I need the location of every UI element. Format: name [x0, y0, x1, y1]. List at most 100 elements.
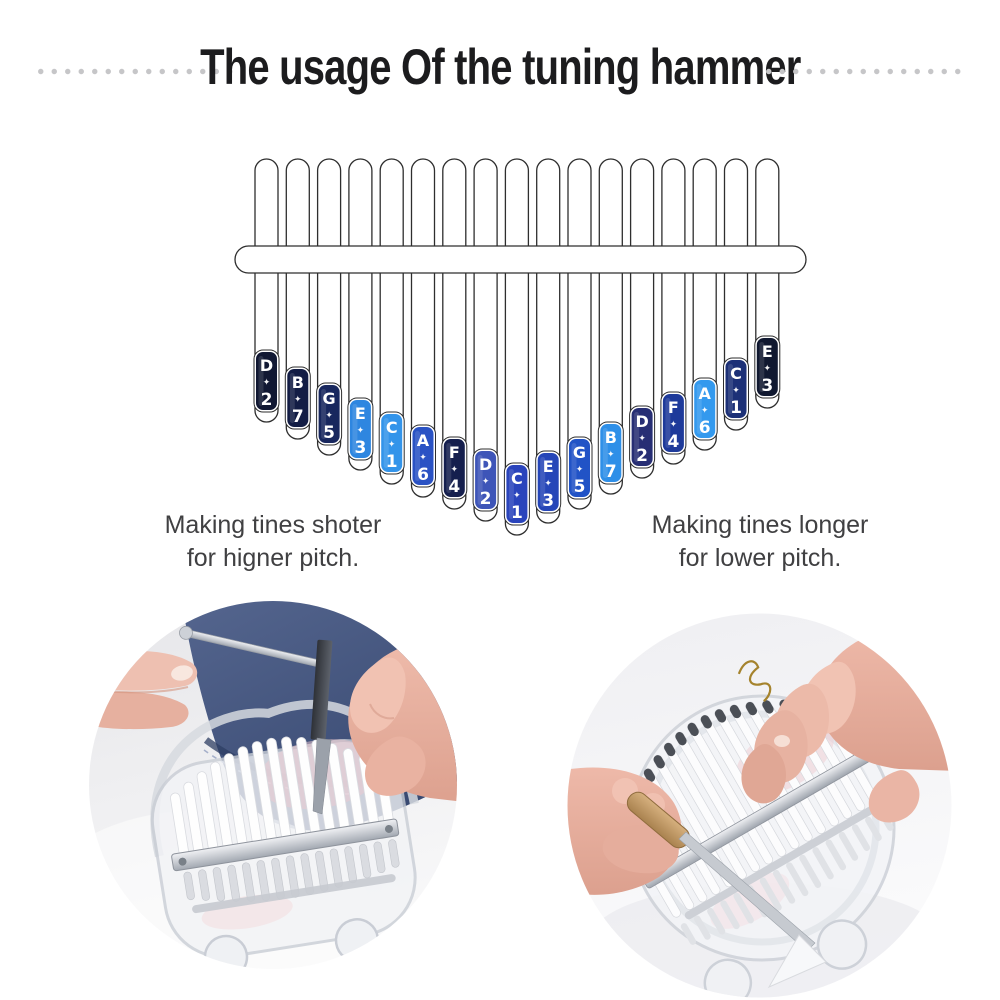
- sticker-sparkle-icon: ✦: [325, 411, 333, 421]
- thumb: [868, 770, 920, 823]
- note-sticker-B7: B ✦ 7: [284, 366, 311, 430]
- photo-tine-tail: [198, 869, 211, 901]
- sticker-note: E: [543, 457, 554, 476]
- sticker-note: A: [699, 384, 712, 403]
- sticker-note: C: [386, 418, 398, 437]
- sticker-note: F: [449, 443, 460, 462]
- sticker-number: 4: [448, 477, 460, 497]
- sticker-sparkle-icon: ✦: [263, 378, 271, 388]
- photo-tine-tail: [759, 877, 782, 911]
- sticker-note: D: [479, 455, 492, 474]
- photo-tine-dark-tip: [762, 700, 774, 714]
- lower-rail: [192, 874, 396, 914]
- sticker-note: E: [762, 342, 773, 361]
- photo-tine-tail: [183, 871, 195, 901]
- note-sticker-A6: A ✦ 6: [691, 377, 718, 441]
- note-sticker-D2: D ✦ 2: [472, 448, 499, 512]
- hammer-shaft: [312, 737, 332, 815]
- photo-tine-tail: [680, 923, 697, 945]
- photo-tine-tail: [786, 862, 809, 897]
- photo-tine-dark-tip: [643, 768, 656, 782]
- sticker-number: 2: [261, 390, 273, 410]
- sticker-number: 5: [574, 477, 586, 497]
- photo-right-content: [567, 613, 952, 998]
- bridge-screw: [178, 857, 187, 866]
- metal-bridge: [171, 818, 400, 872]
- sticker-note: C: [511, 469, 523, 488]
- caption-longer-line1: Making tines longer: [651, 511, 869, 539]
- caption-longer-line2: for lower pitch.: [678, 544, 842, 572]
- white-wedge-tip: [767, 934, 827, 989]
- note-sticker-D2: D ✦ 2: [253, 349, 280, 413]
- sticker-note: G: [573, 443, 586, 462]
- photo-tine-tail: [373, 841, 386, 874]
- sticker-number: 3: [542, 491, 554, 511]
- sticker-note: D: [635, 412, 648, 431]
- sticker-note: D: [260, 356, 273, 375]
- transparent-kalimba: [150, 699, 419, 969]
- sticker-sparkle-icon: ✦: [544, 479, 552, 489]
- sticker-sparkle-icon: ✦: [294, 395, 302, 405]
- sticker-note: E: [355, 404, 366, 423]
- metal-rod: [678, 831, 816, 952]
- caption-longer: Making tines longer for lower pitch.: [585, 509, 935, 575]
- sticker-number: 6: [699, 418, 711, 438]
- note-sticker-C1: C✦1: [503, 462, 530, 526]
- sticker-note: F: [668, 398, 679, 417]
- hammer-head: [310, 639, 333, 741]
- sticker-number: 1: [386, 452, 398, 472]
- page-title-text: The usage Of the tuning hammer: [199, 39, 801, 95]
- sticker-sparkle-icon: ✦: [451, 465, 459, 475]
- sticker-note: C: [730, 364, 742, 383]
- lower-rail: [684, 803, 880, 920]
- note-sticker-C1: C✦1: [378, 411, 405, 475]
- sticker-number: 3: [354, 438, 366, 458]
- note-sticker-G5: G✦5: [316, 382, 343, 446]
- thumb: [364, 736, 426, 796]
- sticker-note: B: [605, 428, 617, 447]
- sticker-sparkle-icon: ✦: [576, 465, 584, 475]
- sticker-sparkle-icon: ✦: [513, 491, 521, 501]
- photo-tine-tail: [772, 869, 796, 904]
- tuning-hammer: [179, 625, 333, 815]
- fingernail: [171, 665, 193, 681]
- sticker-sparkle-icon: ✦: [701, 406, 709, 416]
- note-sticker-E3: E✦3: [347, 397, 374, 461]
- sticker-sparkle-icon: ✦: [607, 450, 615, 460]
- sticker-sparkle-icon: ✦: [419, 453, 427, 463]
- caption-shorter-line1: Making tines shoter: [164, 511, 382, 539]
- note-sticker-G5: G ✦ 5: [566, 436, 593, 500]
- note-sticker-E3: E ✦ 3: [535, 450, 562, 514]
- sticker-number: 7: [292, 407, 304, 427]
- sticker-note: B: [292, 373, 304, 392]
- sticker-sparkle-icon: ✦: [482, 477, 490, 487]
- sticker-number: 2: [480, 489, 492, 509]
- photo-tine-tail: [825, 839, 847, 871]
- note-sticker-C1: C✦1: [723, 357, 749, 421]
- stickers-layer: D✦2B✦7G✦5E✦3C✦1A✦6F✦4D✦2C✦1E✦3G✦5B✦7D✦2F…: [253, 335, 781, 526]
- photo-tine-dark-tip: [714, 709, 727, 723]
- tine-12-B7: [598, 158, 623, 495]
- sticker-sparkle-icon: ✦: [670, 420, 678, 430]
- photo-making-tines-shorter: [89, 601, 457, 969]
- tine-13-D2: [629, 158, 655, 479]
- tine-4-E3: [348, 158, 373, 471]
- note-sticker-A6: A✦6: [410, 424, 436, 488]
- photo-tine-tail: [388, 839, 400, 868]
- photo-making-tines-longer: [567, 613, 952, 998]
- photo-tine-dark-tip: [675, 732, 687, 746]
- note-sticker-D2: D✦2: [629, 405, 656, 469]
- photo-tine-tail: [720, 900, 740, 930]
- photo-tine: [653, 754, 734, 888]
- sticker-note: A: [417, 431, 430, 450]
- sticker-number: 3: [761, 376, 773, 396]
- sticker-number: 7: [605, 462, 617, 482]
- dotted-divider-right: [762, 68, 968, 75]
- photo-tine-tail: [865, 816, 882, 841]
- photo-tine-tail: [812, 847, 834, 880]
- pinky-finger: [741, 743, 787, 804]
- bridge-bar: [234, 245, 807, 274]
- note-sticker-B7: B ✦ 7: [597, 421, 624, 485]
